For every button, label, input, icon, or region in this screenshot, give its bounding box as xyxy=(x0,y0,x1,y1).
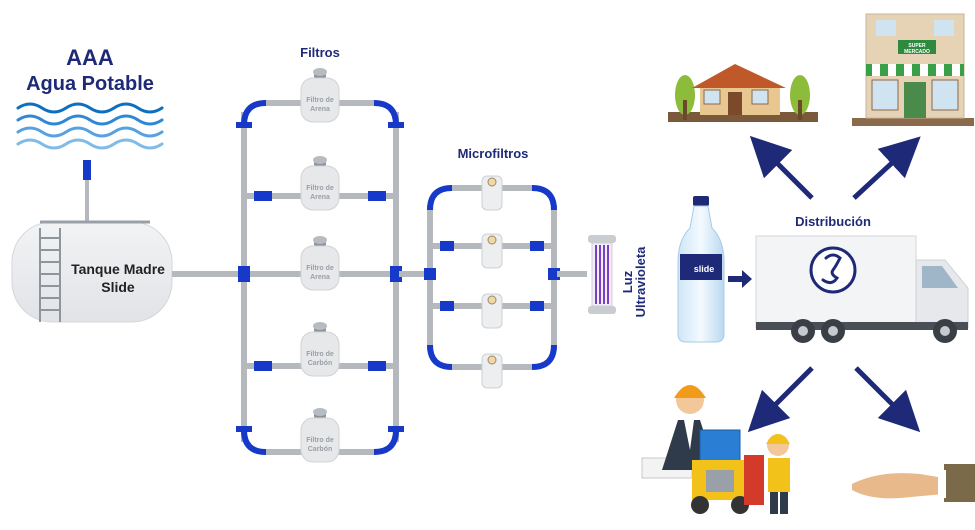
tank-ladder-icon xyxy=(39,228,61,322)
pipe-to-uv xyxy=(557,271,587,277)
truck-logo-icon xyxy=(809,246,857,294)
market-sign-line1: SUPER xyxy=(908,43,926,49)
hand-icon xyxy=(852,464,975,502)
mother-tank: Tanque Madre Slide xyxy=(11,220,173,323)
filter-label-line2: Arena xyxy=(310,194,330,201)
tank-label-line1: Tanque Madre xyxy=(71,261,165,277)
filter-tank: Filtro de Carbón xyxy=(300,321,340,377)
filter-label-line1: Filtro de xyxy=(306,437,334,444)
filter-tank: Filtro de Arena xyxy=(300,235,340,291)
microfilter-unit xyxy=(481,293,503,329)
market-sign-line2: MERCADO xyxy=(904,49,930,55)
house-icon xyxy=(668,64,818,122)
uv-label-line2: Ultravioleta xyxy=(633,246,648,318)
filter-label-line2: Carbón xyxy=(308,360,333,367)
source-title-line2: Agua Potable xyxy=(26,73,154,95)
microfilter-unit xyxy=(481,233,503,269)
supermarket-icon: SUPER MERCADO xyxy=(852,13,974,126)
filter-label-line2: Carbón xyxy=(308,446,333,453)
water-bottle: slide xyxy=(677,196,725,343)
filter-tank: Filtro de Arena xyxy=(300,67,340,123)
uv-label-line1: Luz xyxy=(620,270,635,293)
filter-label-line1: Filtro de xyxy=(306,97,334,104)
filter-label-line1: Filtro de xyxy=(306,351,334,358)
filter-label-line1: Filtro de xyxy=(306,265,334,272)
distribution-heading: Distribución xyxy=(795,214,871,229)
filter-label-line1: Filtro de xyxy=(306,185,334,192)
water-source: AAA Agua Potable xyxy=(16,45,164,222)
filter-label-line2: Arena xyxy=(310,106,330,113)
construction-workers-icon xyxy=(641,385,790,514)
distribution-arrows xyxy=(747,135,921,433)
arrow-to-truck-head xyxy=(742,270,752,288)
microfilters-section: Microfiltros xyxy=(424,146,560,389)
filter-tank: Filtro de Carbón xyxy=(300,407,340,463)
water-waves-icon xyxy=(16,102,164,150)
truck-wheel-icon xyxy=(791,319,957,343)
source-pipe-connector xyxy=(83,160,91,180)
tank-label-line2: Slide xyxy=(101,279,135,295)
uv-lamp: Luz Ultravioleta xyxy=(588,235,648,317)
filter-label-line2: Arena xyxy=(310,274,330,281)
main-pipe xyxy=(172,271,244,277)
microfilter-unit xyxy=(481,353,503,389)
microfilters-heading: Microfiltros xyxy=(458,146,529,161)
source-title-line1: AAA xyxy=(66,45,114,70)
filter-tank: Filtro de Arena xyxy=(300,155,340,211)
filters-section: Filtros xyxy=(236,45,404,463)
bottle-brand: slide xyxy=(694,264,715,274)
microfilter-unit xyxy=(481,175,503,211)
delivery-truck xyxy=(755,235,969,343)
arrow-to-truck xyxy=(728,276,746,282)
source-pipe xyxy=(85,180,89,222)
pipe-to-microfilters xyxy=(399,271,429,277)
filters-heading: Filtros xyxy=(300,45,340,60)
